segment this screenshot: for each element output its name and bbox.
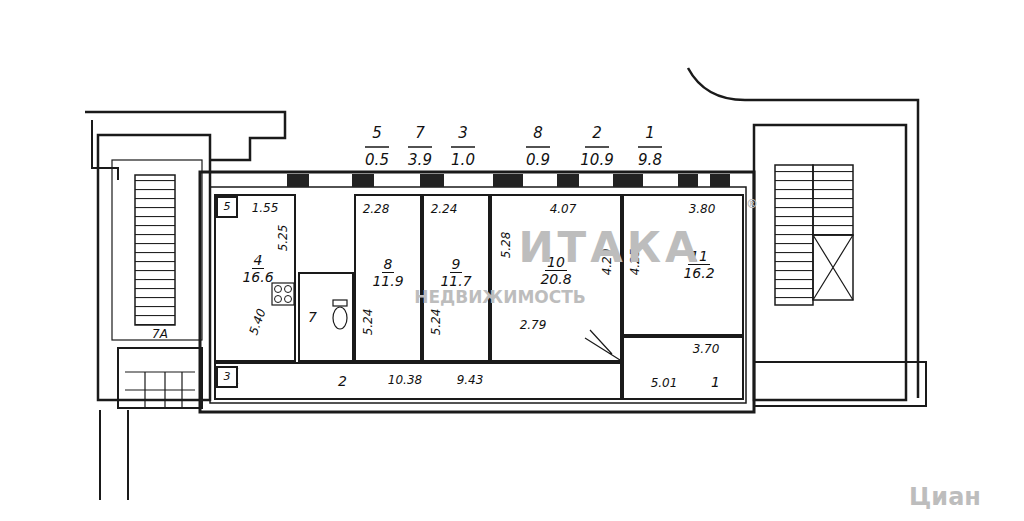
room-number: 4 (252, 252, 265, 269)
room: 7 (298, 272, 354, 362)
room-area: 16.2 (681, 265, 716, 281)
room-number: 1 (709, 374, 722, 390)
stairs (135, 175, 175, 325)
watermark: Циан (909, 484, 981, 510)
room-number: 3 (222, 371, 233, 384)
room-number: 8 (382, 256, 395, 273)
room: 911.7 (422, 194, 490, 362)
entrance (118, 348, 202, 408)
dimension-label: 1.55 (252, 202, 279, 215)
hatch (125, 372, 195, 408)
dimension-label: 5.01 (651, 377, 678, 390)
room: 416.6 (214, 194, 296, 362)
dimension-label: 5.25 (277, 225, 290, 252)
street-line (688, 68, 918, 398)
fraction-bar (365, 146, 662, 147)
explication-number: 2 (592, 125, 602, 142)
room: 1020.8 (490, 194, 622, 362)
lift-cross (813, 235, 853, 300)
toilet-tank (333, 300, 347, 306)
dimension-label: 4.20 (601, 249, 614, 276)
dimension-label: 9.43 (457, 374, 484, 387)
room-number: 2 (336, 373, 349, 389)
room: 5 (216, 196, 238, 218)
explication-area: 0.5 (365, 152, 389, 169)
room: 1 (622, 336, 744, 400)
room-number: 5 (222, 201, 233, 214)
stairwell (112, 160, 202, 340)
wall (754, 362, 926, 406)
explication-number: 7 (415, 125, 425, 142)
burner (275, 286, 282, 293)
dimension-label: 5.28 (500, 232, 513, 259)
room-area: 20.8 (538, 271, 573, 287)
dimension-label: 4.25 (629, 249, 642, 276)
room: 3 (216, 366, 238, 388)
room-number: 7 (306, 309, 319, 325)
dimension-label: 2.28 (363, 203, 390, 216)
stove (272, 283, 294, 305)
wall (100, 410, 128, 500)
explication-number: 1 (645, 125, 655, 142)
room-area: 11.7 (438, 273, 473, 289)
dimension-label: 5.40 (247, 307, 269, 337)
explication-area: 1.0 (451, 152, 475, 169)
burner (285, 286, 292, 293)
wall (92, 120, 118, 180)
burner (285, 296, 292, 303)
room: 2 (214, 362, 622, 400)
outer-wall (200, 172, 754, 412)
watermark: ® (746, 198, 758, 211)
room: 811.9 (354, 194, 422, 362)
room-number: 11 (688, 248, 710, 265)
explication-area: 0.9 (526, 152, 550, 169)
watermark: НЕДВИЖИМОСТЬ (414, 288, 586, 307)
room-area: 16.6 (240, 269, 275, 285)
stairs (775, 165, 813, 305)
stairwell (98, 135, 210, 400)
explication-number: 5 (372, 125, 382, 142)
burner (275, 296, 282, 303)
dimension-label: 2.24 (431, 203, 458, 216)
dimension-label: 2.79 (520, 319, 547, 332)
door (585, 330, 620, 360)
dimension-label: 5.24 (430, 309, 443, 336)
inner-wall (210, 187, 746, 403)
dimension-label: 5.24 (362, 309, 375, 336)
room: 1116.2 (622, 194, 744, 336)
explication-number: 3 (458, 125, 468, 142)
dimension-label: 3.80 (689, 203, 716, 216)
dimension-label: 10.38 (388, 374, 422, 387)
explication-number: 8 (533, 125, 543, 142)
watermark: ИТАКА (518, 225, 701, 271)
explication-area: 3.9 (408, 152, 432, 169)
explication-area: 10.9 (580, 152, 613, 169)
explication-area: 9.8 (638, 152, 662, 169)
stairwell (754, 125, 906, 400)
room-area: 11.9 (370, 273, 405, 289)
room-number: 10 (545, 254, 567, 271)
dimension-label: 4.07 (550, 203, 577, 216)
dimension-label: 3.70 (693, 343, 720, 356)
toilet (333, 307, 347, 329)
stairs (813, 165, 853, 235)
room-label: 7А (152, 328, 168, 341)
windows (287, 174, 730, 187)
lift-shaft (813, 235, 853, 300)
room-number: 9 (450, 256, 463, 273)
